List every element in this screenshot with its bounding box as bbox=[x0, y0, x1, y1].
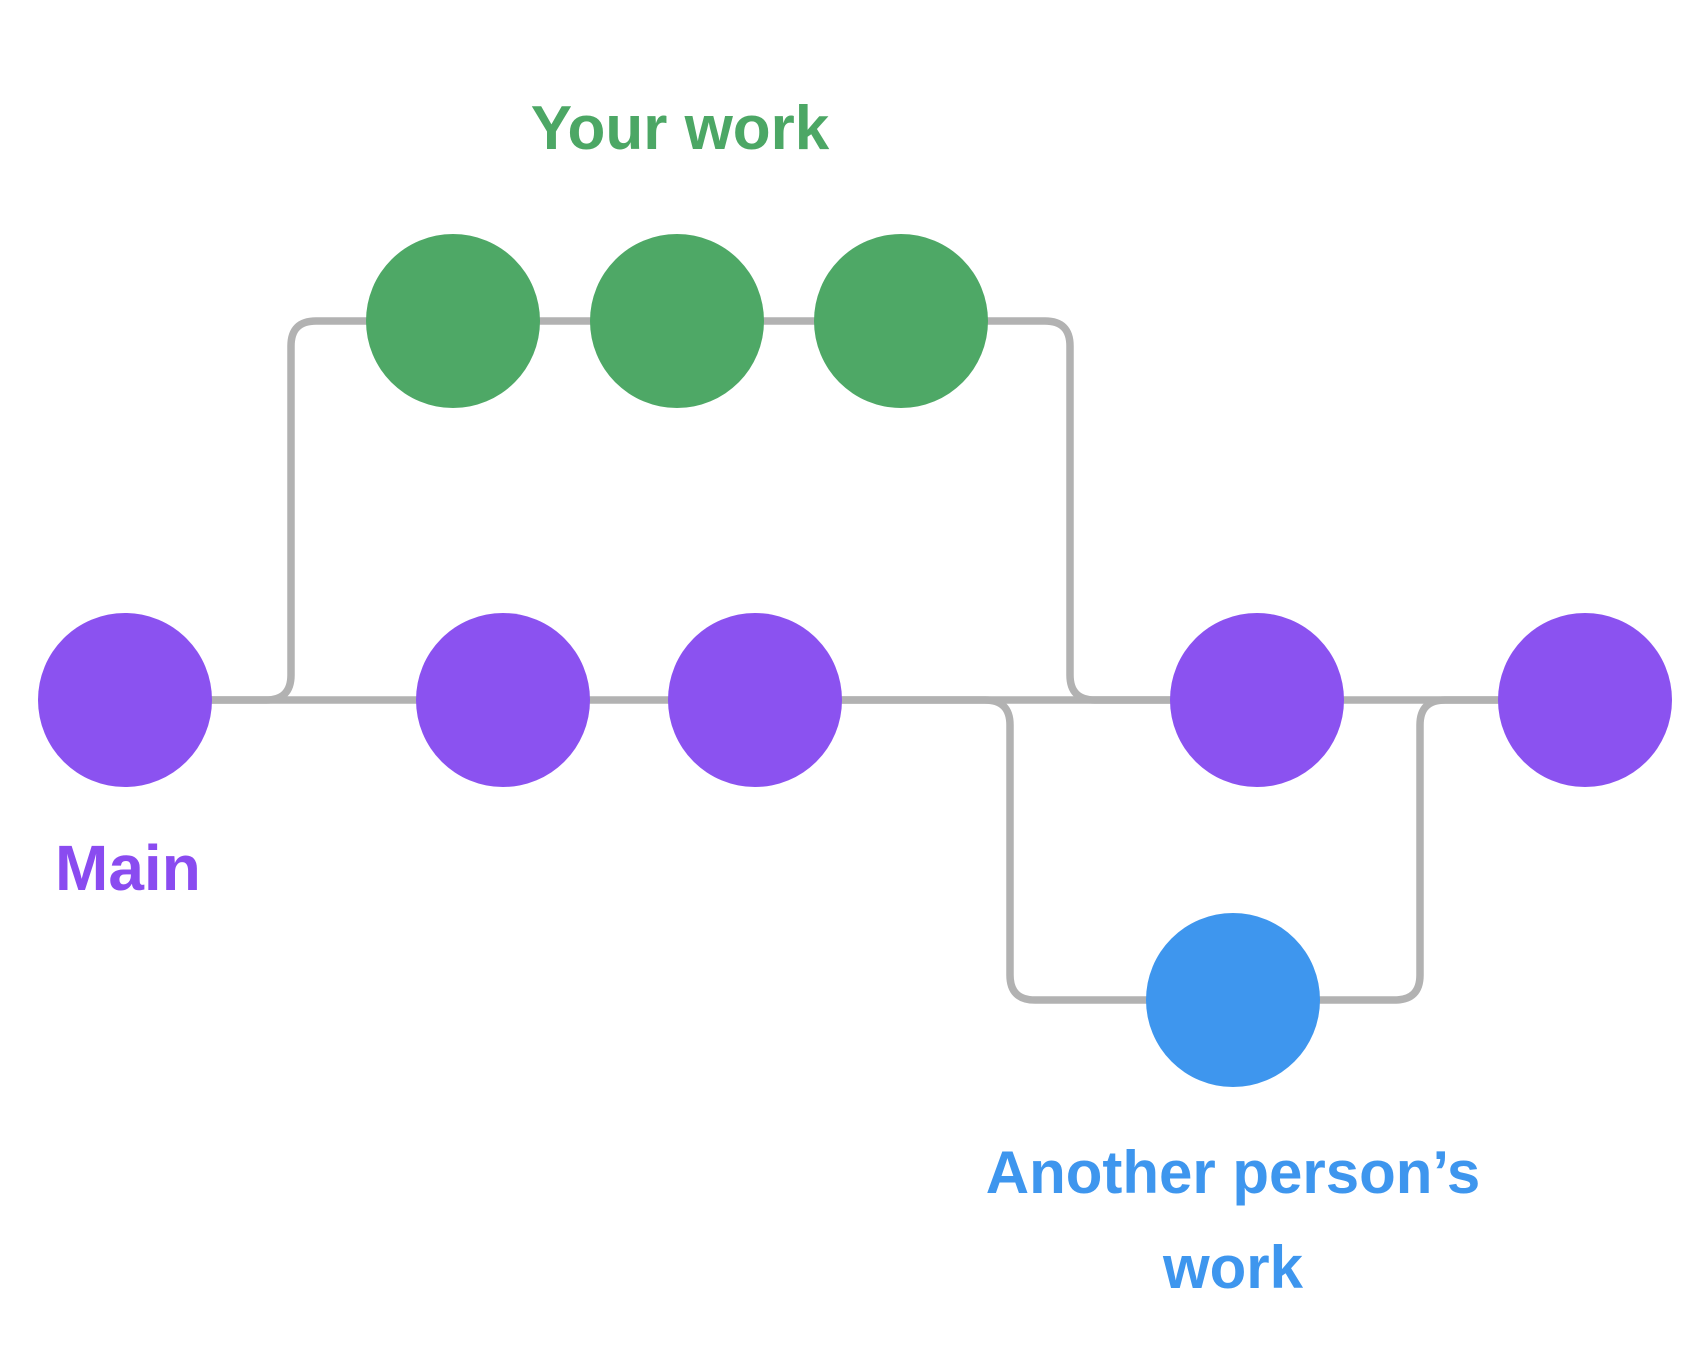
main-commit-node-5 bbox=[1498, 613, 1672, 787]
main-branch-label: Main bbox=[55, 832, 201, 904]
main-branch-commits bbox=[38, 613, 1672, 787]
your-work-commits bbox=[366, 234, 988, 408]
another-person-commits bbox=[1146, 913, 1320, 1087]
main-commit-node-3 bbox=[668, 613, 842, 787]
your-work-commit-node-1 bbox=[366, 234, 540, 408]
your-work-branch-label: Your work bbox=[530, 94, 830, 163]
your-work-commit-node-2 bbox=[590, 234, 764, 408]
another-person-commit-node bbox=[1146, 913, 1320, 1087]
main-commit-node-1 bbox=[38, 613, 212, 787]
your-work-commit-node-3 bbox=[814, 234, 988, 408]
main-commit-node-2 bbox=[416, 613, 590, 787]
another-persons-work-branch-label: Another person’s work bbox=[985, 1139, 1481, 1301]
main-commit-node-4 bbox=[1170, 613, 1344, 787]
